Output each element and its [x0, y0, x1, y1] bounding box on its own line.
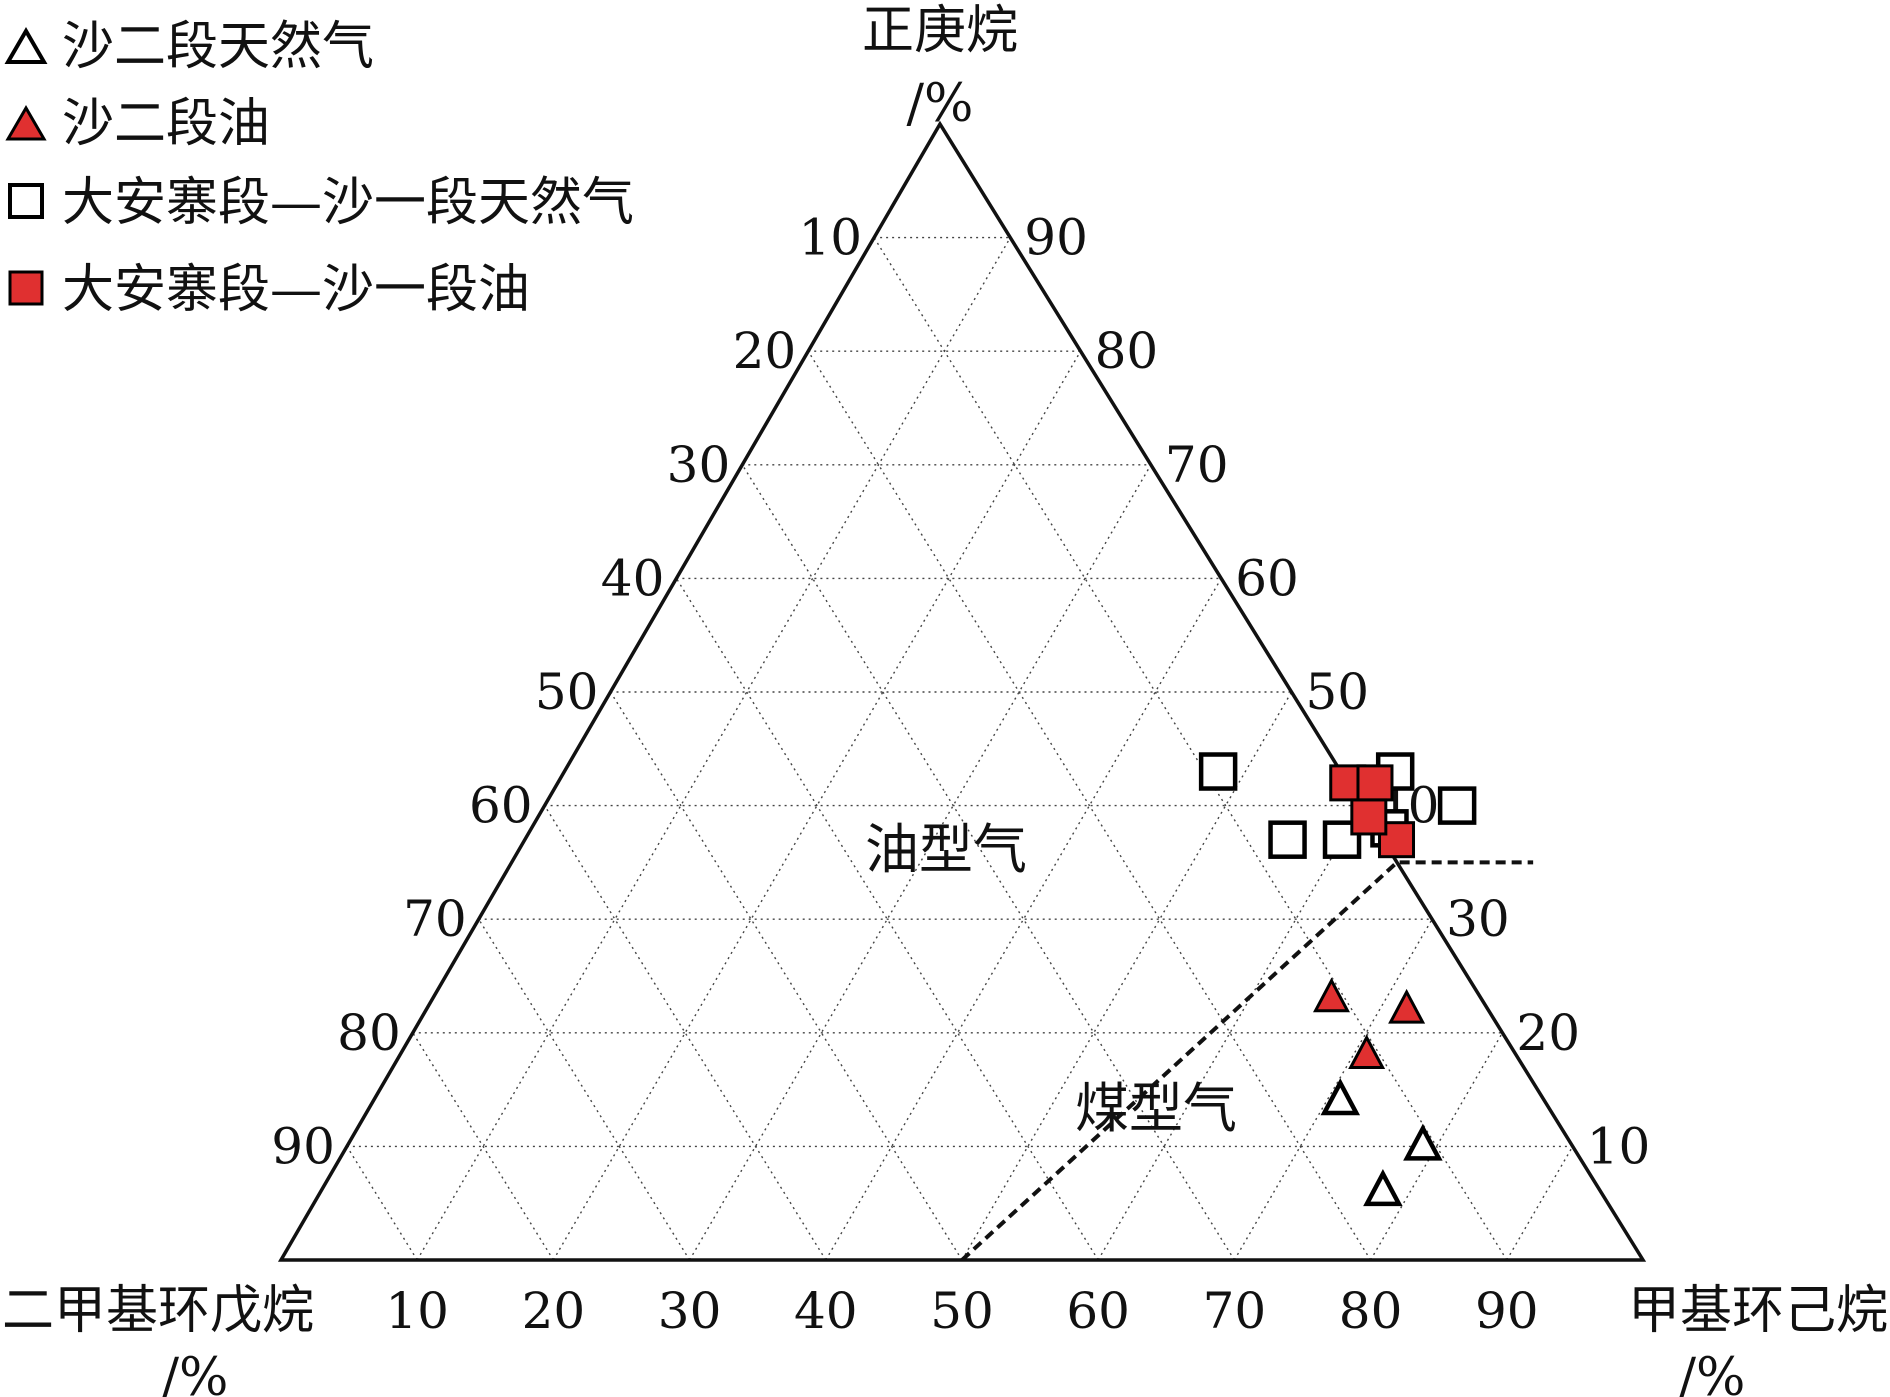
- grid-line-right-40: [825, 578, 1222, 1261]
- tick-label-bottom-edge: 30: [658, 1282, 722, 1340]
- legend-item-sha2-gas: 沙二段天然气: [4, 17, 374, 77]
- grid-line-left-10: [873, 237, 1508, 1261]
- tick-label-left-edge: 40: [601, 549, 665, 607]
- legend-label: 沙二段天然气: [62, 17, 374, 77]
- tick-label-bottom-edge: 50: [930, 1282, 994, 1340]
- top-axis-title: 正庚烷: [862, 1, 1018, 61]
- tick-label-right-edge: 80: [1095, 322, 1159, 380]
- tick-label-bottom-edge: 20: [522, 1282, 586, 1340]
- tick-label-bottom-edge: 40: [794, 1282, 858, 1340]
- grid-line-left-40: [675, 578, 1099, 1261]
- data-point-triangle-filled: [1312, 977, 1350, 1013]
- data-point-square-filled: [1356, 764, 1394, 802]
- legend-marker-filled-triangle: [5, 105, 47, 141]
- tick-label-right-edge: 90: [1024, 209, 1088, 267]
- tick-label-left-edge: 80: [337, 1004, 401, 1062]
- data-markers: [1198, 752, 1477, 1207]
- tick-label-left-edge: 10: [798, 209, 862, 267]
- grid-line-left-70: [478, 918, 691, 1261]
- triangle-frame: [277, 120, 1647, 1262]
- grid-line-right-50: [961, 691, 1293, 1261]
- grid-line-left-60: [544, 805, 827, 1261]
- grid-line-right-10: [416, 237, 1011, 1261]
- data-point-triangle-open: [1403, 1123, 1443, 1161]
- grid-line-right-20: [552, 350, 1082, 1261]
- tick-label-right-edge: 50: [1306, 663, 1370, 721]
- tick-label-bottom-edge: 10: [385, 1282, 449, 1340]
- right-axis-unit: /%: [1679, 1348, 1746, 1397]
- region-label-oil-type-gas: 油型气: [865, 818, 1027, 881]
- grid-line-right-90: [1506, 1146, 1574, 1261]
- boundary-dashed-line: [960, 860, 1534, 1262]
- tick-label-left-edge: 20: [733, 322, 797, 380]
- tick-label-bottom-edge: 60: [1066, 1282, 1130, 1340]
- data-point-triangle-open: [1320, 1078, 1361, 1116]
- left-axis-unit: /%: [162, 1348, 229, 1397]
- data-point-square-filled: [1350, 798, 1388, 836]
- tick-label-left-edge: 30: [667, 436, 731, 494]
- grid-line-left-50: [609, 691, 963, 1261]
- legend-marker-filled-square: [8, 270, 44, 306]
- grid-line-right-70: [1233, 918, 1433, 1261]
- tick-label-right-edge: 30: [1446, 890, 1510, 948]
- tick-label-left-edge: 70: [403, 890, 467, 948]
- legend-label: 大安寨段—沙一段油: [62, 260, 530, 320]
- tick-label-right-edge: 10: [1587, 1117, 1651, 1175]
- grid-line-left-20: [807, 350, 1372, 1261]
- left-axis-title: 二甲基环戊烷: [2, 1281, 314, 1341]
- data-point-square-open: [1198, 752, 1238, 791]
- tick-label-right-edge: 70: [1165, 436, 1229, 494]
- tick-label-bottom-edge: 80: [1339, 1282, 1403, 1340]
- tick-label-right-edge: 20: [1516, 1004, 1580, 1062]
- grid-lines: [346, 236, 1574, 1261]
- region-label-coal-type-gas: 煤型气: [1075, 1077, 1237, 1140]
- tick-label-right-edge: 60: [1235, 549, 1299, 607]
- grid-line-right-80: [1369, 1032, 1504, 1261]
- boundary-line: [960, 860, 1534, 1262]
- legend-item-daanzhai-gas: 大安寨段—沙一段天然气: [8, 173, 634, 233]
- legend-label: 沙二段油: [62, 94, 270, 154]
- legend: 沙二段天然气 沙二段油 大安寨段—沙一段天然气 大安寨段—沙一段油: [4, 17, 634, 320]
- grid-line-left-80: [412, 1032, 554, 1261]
- data-point-triangle-filled: [1348, 1034, 1386, 1070]
- right-axis-title: 甲基环己烷: [1628, 1281, 1888, 1341]
- data-point-square-open: [1268, 820, 1307, 859]
- tick-label-left-edge: 50: [535, 663, 599, 721]
- tick-label-bottom-edge: 90: [1475, 1282, 1539, 1340]
- legend-item-daanzhai-oil: 大安寨段—沙一段油: [8, 260, 530, 320]
- top-axis-unit: /%: [907, 74, 974, 134]
- data-point-triangle-open: [1363, 1169, 1403, 1207]
- grid-line-left-90: [346, 1146, 418, 1261]
- tick-label-left-edge: 60: [469, 777, 533, 835]
- legend-marker-open-triangle: [4, 27, 48, 64]
- legend-label: 大安寨段—沙一段天然气: [62, 173, 634, 233]
- tick-label-left-edge: 90: [271, 1117, 335, 1175]
- tick-label-bottom-edge: 70: [1203, 1282, 1267, 1340]
- legend-marker-open-square: [8, 183, 44, 219]
- data-point-triangle-filled: [1388, 988, 1426, 1024]
- legend-item-sha2-oil: 沙二段油: [5, 94, 270, 154]
- data-point-square-open: [1437, 786, 1477, 825]
